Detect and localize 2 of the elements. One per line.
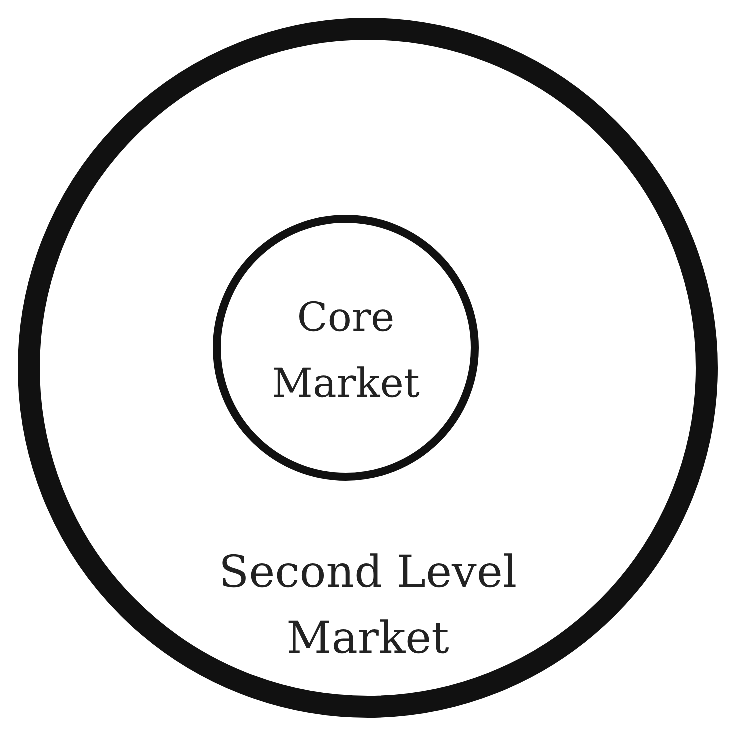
node-label: Core Market — [271, 294, 421, 409]
node-label: Second Level Market — [218, 546, 518, 666]
